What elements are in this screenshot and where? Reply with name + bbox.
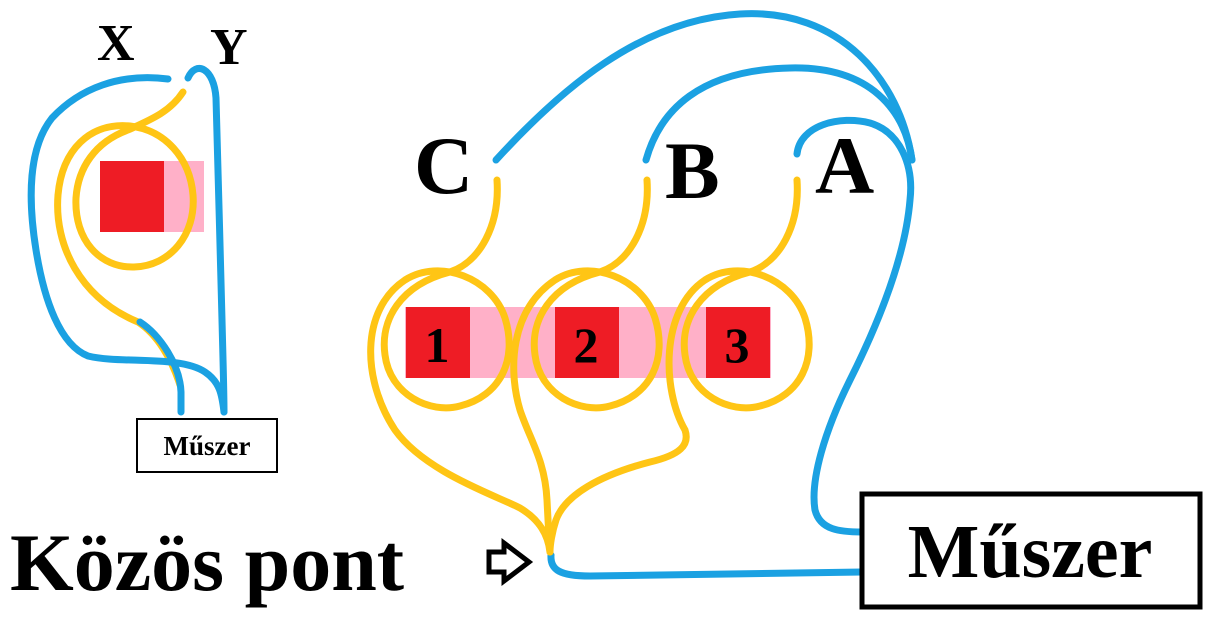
wire-c-blue: [492, 10, 916, 164]
meter-label: Műszer: [908, 510, 1153, 594]
terminal-a-label: A: [815, 120, 874, 211]
terminal-x-label: X: [97, 15, 135, 72]
left-wire-to-meter: [136, 318, 185, 416]
terminal-y-label: Y: [210, 19, 248, 76]
terminal-c-label: C: [414, 120, 473, 211]
left-core-pink: [160, 161, 204, 232]
coil-3-label: 3: [725, 317, 750, 373]
coil-2-label: 2: [574, 317, 599, 373]
common-point-label: Közös pont: [10, 517, 404, 608]
coil-3-wire: [546, 176, 813, 556]
wire-a-blue: [793, 116, 915, 536]
coil-1-wire: [367, 176, 554, 556]
right-diagram: 1 2 3 C B A Műszer Közös pont: [10, 10, 1203, 610]
left-core-red: [100, 161, 164, 232]
left-wire-y: [184, 65, 228, 416]
core-red-block-3: [706, 307, 770, 378]
terminal-b-label: B: [665, 125, 720, 216]
left-coil-wire: [54, 88, 197, 389]
coil-1-label: 1: [425, 317, 450, 373]
core-red-block-1: [406, 307, 470, 378]
coil-2-wire: [510, 176, 663, 556]
left-wire-x: [27, 74, 228, 416]
left-meter-label: Műszer: [164, 431, 251, 461]
wire-common-blue: [547, 551, 866, 580]
left-meter-box: [136, 418, 278, 473]
meter-box: [859, 491, 1203, 610]
left-diagram: X Y Műszer: [27, 15, 278, 473]
core-red-block-2: [555, 307, 619, 378]
wire-b-blue: [642, 64, 916, 164]
arrow-right-icon: [486, 537, 534, 587]
